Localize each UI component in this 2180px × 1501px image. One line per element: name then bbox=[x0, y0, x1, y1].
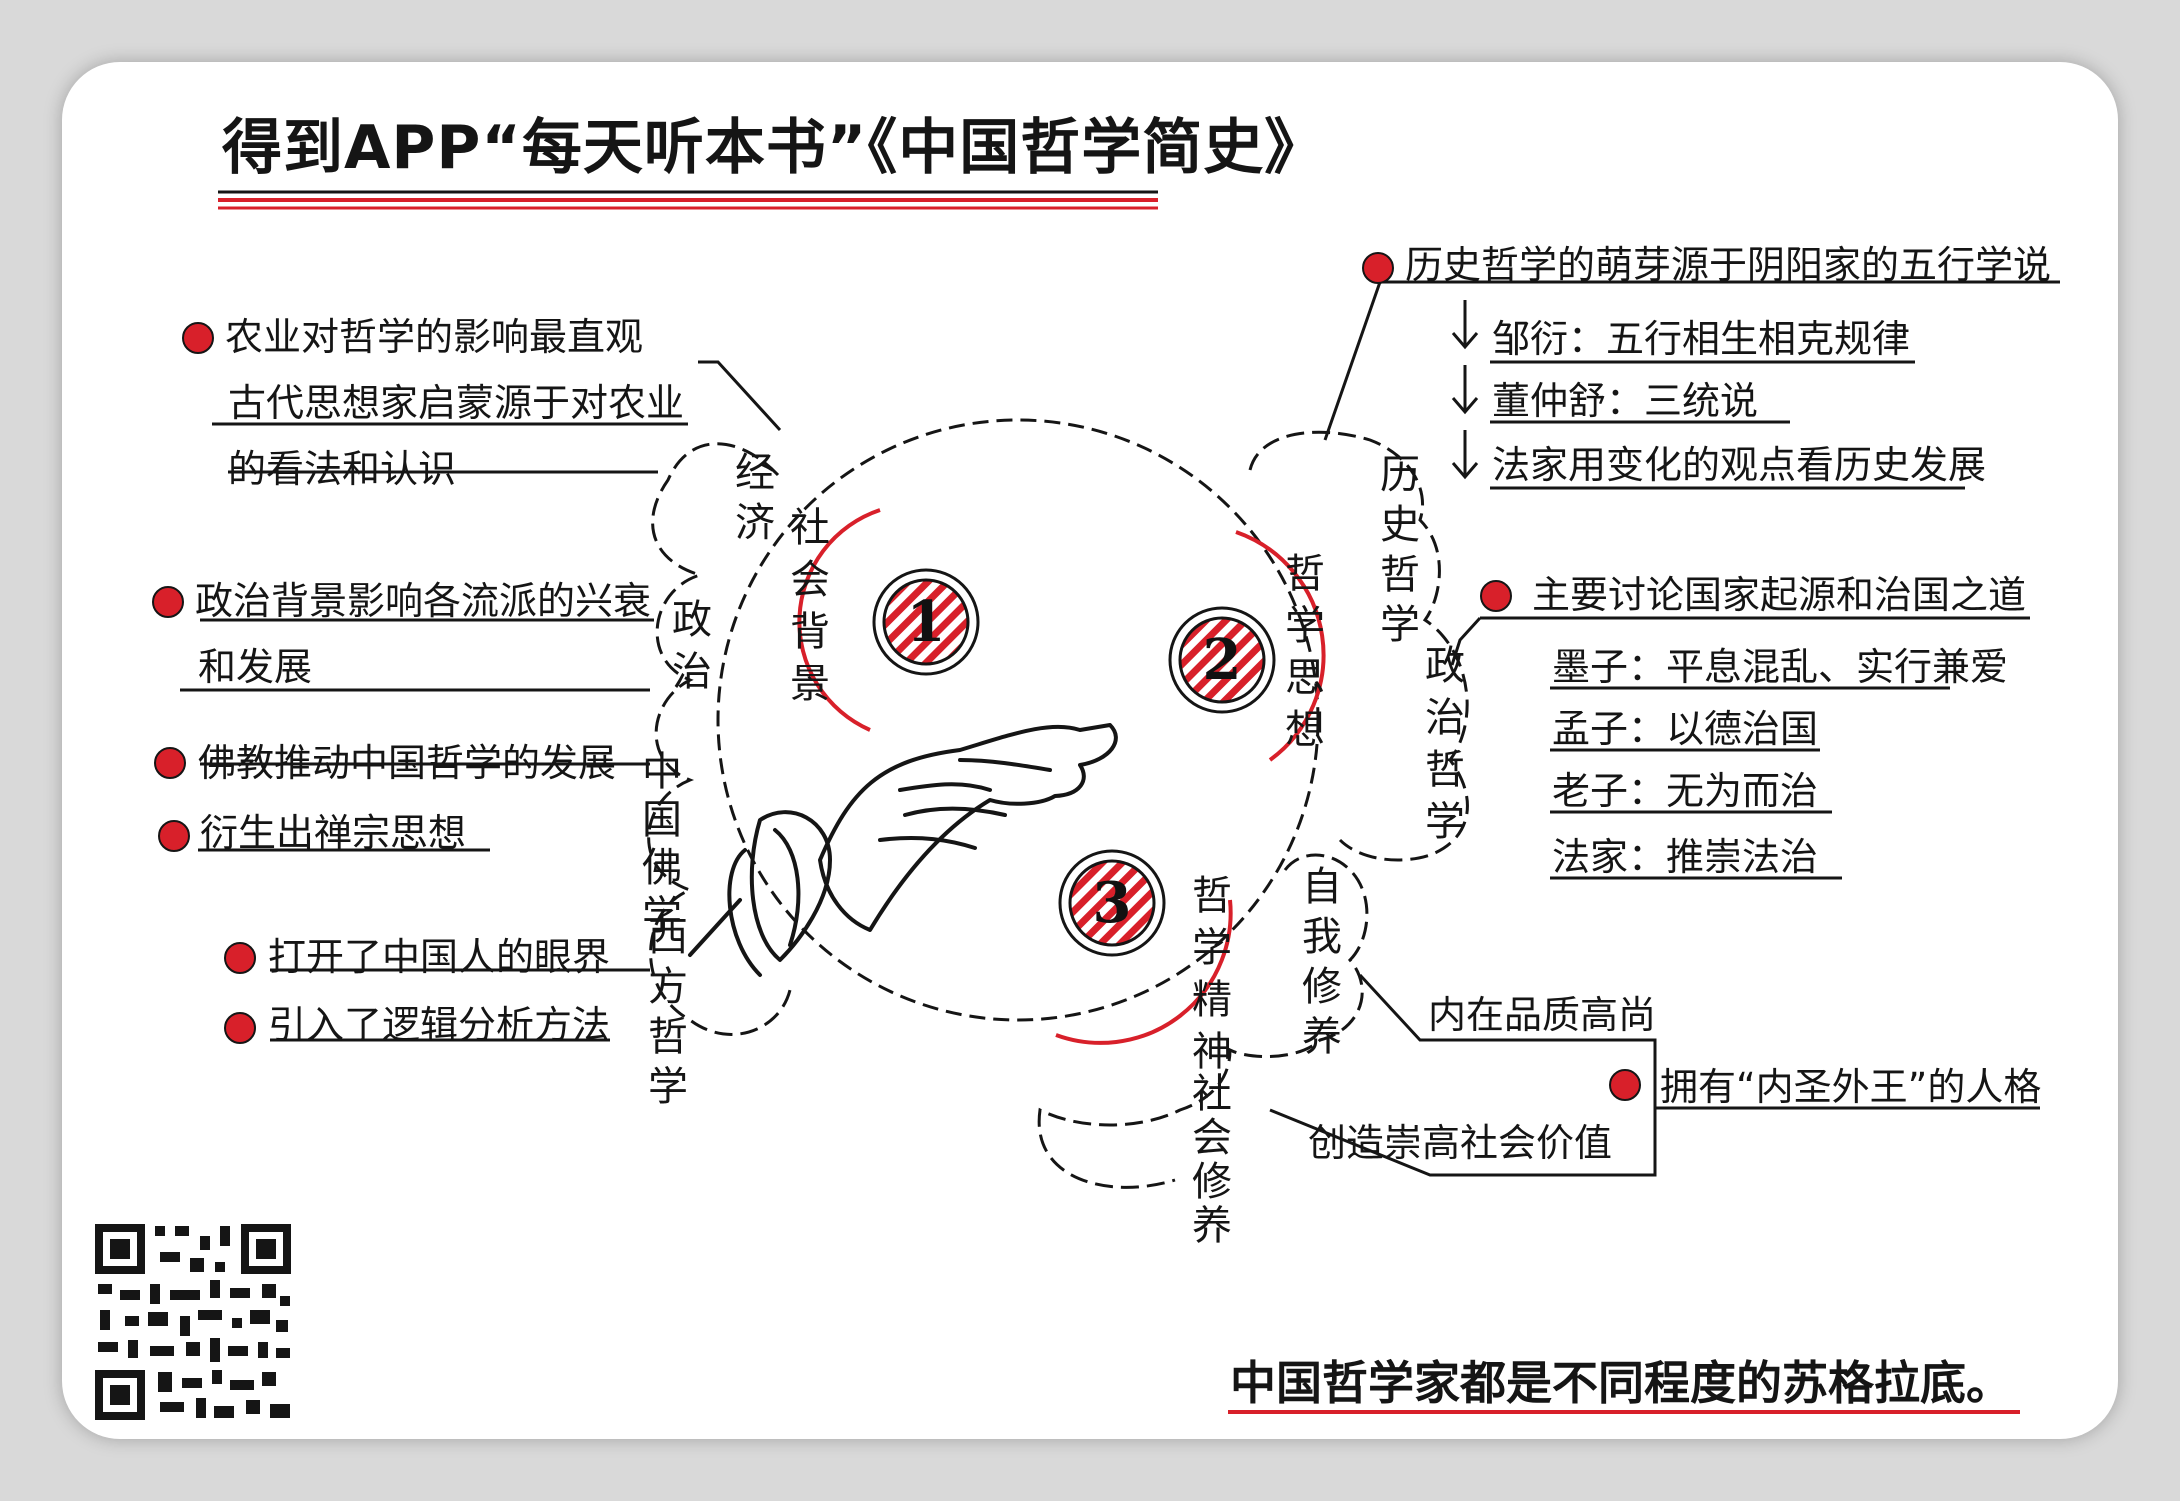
section-2-number: 2 bbox=[1202, 627, 1242, 693]
branch-history-label: 历史哲学 bbox=[1380, 452, 1420, 648]
history-item-2: 董仲舒：三统说 bbox=[1492, 379, 1759, 423]
section-2-arc bbox=[1235, 530, 1326, 762]
section-1-label: 社会背景 bbox=[790, 505, 830, 707]
branch-western-label: 西方哲学 bbox=[648, 914, 688, 1110]
buddhism-item-1: 佛教推动中国哲学的发展 bbox=[198, 741, 617, 785]
section-3-arc bbox=[1055, 899, 1233, 1045]
right-cloud bbox=[1248, 430, 1469, 862]
section-1-arc bbox=[797, 508, 881, 732]
political-item-2: 孟子：以德治国 bbox=[1552, 707, 1819, 751]
qr-code-icon bbox=[95, 1224, 291, 1420]
politics-item-1: 政治背景影响各流派的兴衰 bbox=[195, 579, 652, 623]
title-underline bbox=[218, 190, 1158, 210]
branch-political-label: 政治哲学 bbox=[1425, 643, 1465, 845]
right-connectors bbox=[1269, 280, 2060, 1177]
bottom-cloud bbox=[1037, 853, 1369, 1189]
section-2-bubble bbox=[1178, 616, 1266, 704]
result-item: 拥有“内圣外王”的人格 bbox=[1660, 1065, 2042, 1109]
branch-self-label: 自我修养 bbox=[1302, 864, 1342, 1060]
history-item-3: 法家用变化的观点看历史发展 bbox=[1492, 443, 1987, 487]
self-item: 内在品质高尚 bbox=[1428, 993, 1657, 1037]
political-head: 主要讨论国家起源和治国之道 bbox=[1532, 573, 2027, 617]
history-item-1: 邹衍：五行相生相克规律 bbox=[1492, 317, 1911, 361]
branch-politics-label: 政治 bbox=[672, 597, 712, 695]
economy-item-1: 农业对哲学的影响最直观 bbox=[225, 315, 644, 359]
western-item-2: 引入了逻辑分析方法 bbox=[268, 1003, 611, 1047]
section-1-number: 1 bbox=[906, 589, 946, 655]
social-item: 创造崇高社会价值 bbox=[1308, 1121, 1613, 1165]
history-head: 历史哲学的萌芽源于阴阳家的五行学说 bbox=[1405, 243, 2052, 287]
branch-economy-label: 经济 bbox=[735, 450, 775, 546]
hand-icon bbox=[688, 723, 1118, 977]
page-title: 得到APP“每天听本书”《中国哲学简史》 bbox=[222, 113, 1326, 183]
section-3-bubble bbox=[1068, 859, 1156, 947]
economy-item-3: 的看法和认识 bbox=[228, 447, 457, 491]
western-item-1: 打开了中国人的眼界 bbox=[268, 935, 611, 979]
political-item-1: 墨子：平息混乱、实行兼爱 bbox=[1552, 645, 2009, 689]
buddhism-item-2: 衍生出禅宗思想 bbox=[200, 811, 467, 855]
section-2-label: 哲学思想 bbox=[1285, 551, 1325, 753]
political-item-3: 老子：无为而治 bbox=[1552, 769, 1819, 813]
footer-quote: 中国哲学家都是不同程度的苏格拉底。 bbox=[1230, 1356, 2012, 1410]
left-connectors bbox=[180, 360, 782, 1042]
section-1-bubble bbox=[882, 578, 970, 666]
left-cloud bbox=[647, 442, 792, 1036]
arrow-icons bbox=[1451, 300, 1479, 480]
section-3-label: 哲学精神 bbox=[1192, 873, 1232, 1075]
bullet-icons bbox=[152, 252, 1641, 1101]
central-circle bbox=[716, 418, 1320, 1022]
section-3-number: 3 bbox=[1092, 870, 1132, 936]
economy-item-2: 古代思想家启蒙源于对农业 bbox=[228, 381, 685, 425]
political-item-4: 法家：推崇法治 bbox=[1552, 835, 1819, 879]
branch-buddhism-label: 中国佛学 bbox=[642, 749, 682, 939]
branch-social-label: 社会修养 bbox=[1192, 1071, 1232, 1249]
politics-item-2: 和发展 bbox=[198, 645, 313, 689]
